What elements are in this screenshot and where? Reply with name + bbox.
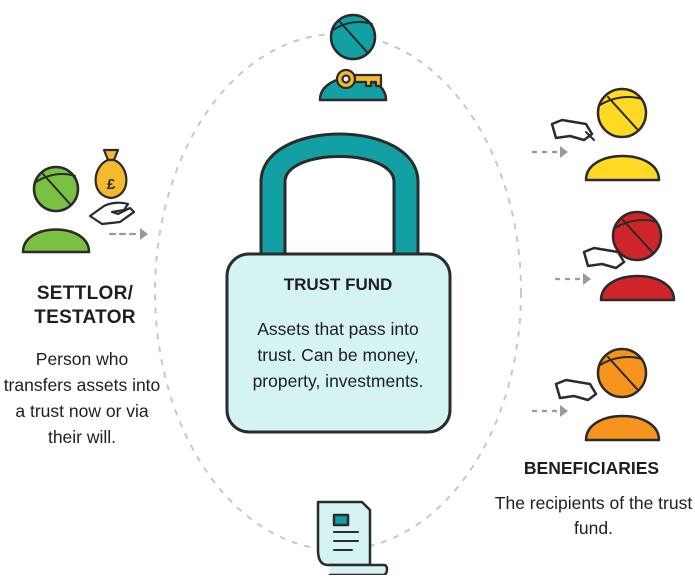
settlor-title: SETTLOR/ TESTATOR (0, 282, 170, 330)
settlor-arrow-icon (108, 228, 148, 240)
beneficiary-arrow-icon-3 (532, 405, 568, 417)
beneficiary-person-icon-red (582, 210, 676, 302)
beneficiary-person-icon-orange (554, 347, 661, 442)
trust-fund-title: TRUST FUND (283, 275, 393, 294)
money-bag-icon: £ (88, 148, 136, 226)
settlor-title-line1: SETTLOR/ (36, 283, 134, 304)
beneficiaries-description: The recipients of the trust fund. (494, 493, 693, 538)
padlock-icon (225, 132, 452, 434)
beneficiary-arrow-icon-1 (532, 146, 568, 158)
deed-scroll-icon (316, 500, 389, 577)
settlor-person-icon (21, 165, 91, 254)
beneficiary-person-icon-yellow (550, 87, 661, 182)
trustee-person-icon (318, 13, 388, 102)
beneficiaries-title: BENEFICIARIES (523, 458, 660, 478)
pound-symbol: £ (107, 176, 116, 193)
beneficiary-arrow-icon-2 (555, 273, 591, 285)
settlor-description: Person who transfers assets into a trust… (3, 349, 161, 447)
trustee-key-icon (335, 68, 383, 90)
trust-fund-description: Assets that pass into trust. Can be mone… (252, 319, 424, 391)
trust-boundary-circle (154, 33, 522, 551)
settlor-title-line2: TESTATOR (34, 307, 136, 328)
